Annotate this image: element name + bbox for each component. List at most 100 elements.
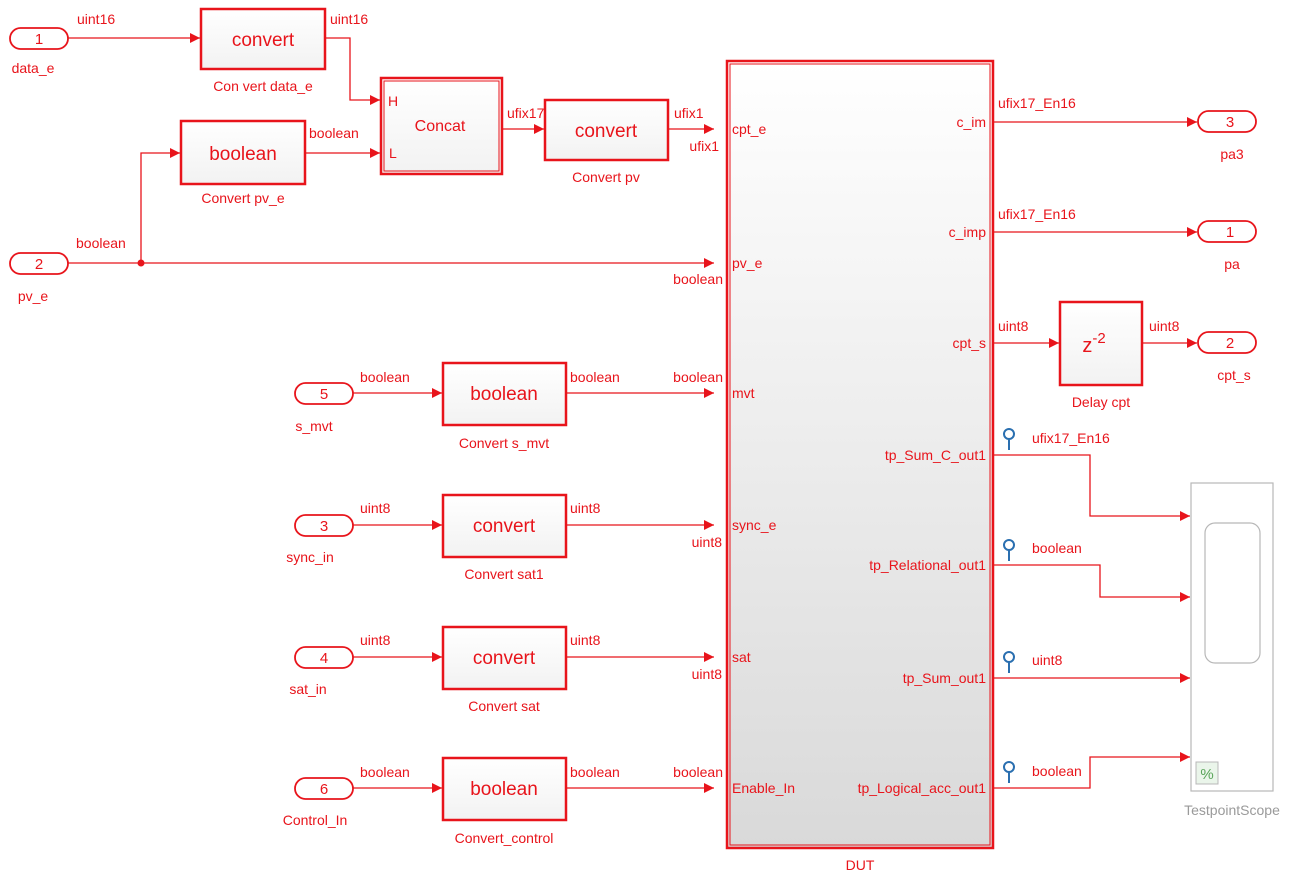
block-convert-s-mvt[interactable]: boolean Convert s_mvt <box>441 361 568 451</box>
inport-label: s_mvt <box>295 418 332 434</box>
scope-badge-text: % <box>1200 766 1213 783</box>
block-name: Convert pv <box>572 169 640 185</box>
branch-point <box>137 259 145 267</box>
block-body <box>379 76 504 176</box>
block-text: boolean <box>470 384 538 405</box>
wire-tp4 <box>993 752 1190 789</box>
signal-label: boolean <box>360 369 410 385</box>
inport-data-e[interactable]: 1 data_e <box>9 27 69 76</box>
block-text: boolean <box>209 144 277 165</box>
signal-label: boolean <box>570 369 620 385</box>
signal-label: boolean <box>673 271 723 287</box>
signal-label: ufix1 <box>674 105 704 121</box>
dut-output-tp-sum-c: tp_Sum_C_out1 <box>885 447 986 463</box>
signal-label: uint16 <box>330 11 368 27</box>
signal-label: ufix1 <box>689 138 719 154</box>
inport-pv-e[interactable]: 2 pv_e <box>9 252 69 304</box>
outport-pa[interactable]: 1 pa <box>1197 220 1257 272</box>
block-convert-control[interactable]: boolean Convert_control <box>441 756 568 846</box>
inport-number: 1 <box>35 31 43 48</box>
block-concat[interactable]: Concat H L <box>379 76 504 176</box>
signal-label: boolean <box>1032 540 1082 556</box>
block-convert-pv[interactable]: convert Convert pv <box>543 98 670 185</box>
dut-input-sat: sat <box>732 649 751 665</box>
inport-s-mvt[interactable]: 5 s_mvt <box>294 382 354 434</box>
block-text: Concat <box>415 118 466 135</box>
inport-shape <box>9 27 69 50</box>
inport-label: sat_in <box>289 681 326 697</box>
outport-pa3[interactable]: 3 pa3 <box>1197 110 1257 162</box>
testpoint-icon <box>1003 761 1015 783</box>
port-h-label: H <box>388 93 398 109</box>
block-text: convert <box>232 30 295 51</box>
inport-label: pv_e <box>18 288 49 304</box>
signal-label: uint8 <box>692 534 723 550</box>
inport-shape <box>294 514 354 537</box>
signal-label: boolean <box>673 369 723 385</box>
outport-label: cpt_s <box>1217 367 1250 383</box>
wire-tp2 <box>993 564 1190 602</box>
scope-badge-icon <box>1195 761 1219 785</box>
dut-output-tp-sum: tp_Sum_out1 <box>903 670 986 686</box>
dut-inner-border <box>729 63 991 846</box>
dut-output-tp-relational: tp_Relational_out1 <box>869 557 986 573</box>
block-delay-cpt[interactable]: z-2 Delay cpt <box>1058 300 1144 410</box>
signal-label: boolean <box>1032 763 1082 779</box>
inport-number: 4 <box>320 650 328 667</box>
outport-shape <box>1197 220 1257 243</box>
signal-label: uint8 <box>360 632 391 648</box>
signal-label: ufix17_En16 <box>1032 430 1110 446</box>
inport-shape <box>294 777 354 800</box>
signal-label: uint8 <box>570 632 601 648</box>
inport-label: sync_in <box>286 549 333 565</box>
scope-name: TestpointScope <box>1184 802 1280 818</box>
signal-label: uint8 <box>570 500 601 516</box>
inport-control-in[interactable]: 6 Control_In <box>283 777 354 828</box>
dut-input-cpt-e: cpt_e <box>732 121 766 137</box>
wire-pv-e-branch <box>140 148 180 263</box>
signal-labels: uint16 uint16 boolean boolean ufix17 ufi… <box>76 11 1180 780</box>
block-name: Convert_control <box>455 830 554 846</box>
block-body <box>199 7 327 71</box>
signal-label: boolean <box>570 764 620 780</box>
signal-label: boolean <box>309 125 359 141</box>
inport-sat-in[interactable]: 4 sat_in <box>289 646 354 697</box>
block-name: Convert sat1 <box>464 566 544 582</box>
block-convert-data-e[interactable]: convert Con vert data_e <box>199 7 327 94</box>
dut-subsystem[interactable]: DUT cpt_e pv_e mvt sync_e sat Enable_In … <box>725 59 995 873</box>
inport-label: data_e <box>12 60 55 76</box>
block-body <box>543 98 670 162</box>
outport-number: 2 <box>1226 335 1234 352</box>
block-text: convert <box>473 648 536 669</box>
block-convert-pv-e[interactable]: boolean Convert pv_e <box>179 119 307 206</box>
block-body <box>441 361 568 427</box>
wire-data-e-concat <box>325 37 380 105</box>
inport-shape <box>9 252 69 275</box>
block-name: Convert s_mvt <box>459 435 549 451</box>
inport-number: 6 <box>320 781 328 798</box>
dut-output-cpt-s: cpt_s <box>953 335 986 351</box>
outport-label: pa <box>1224 256 1240 272</box>
inport-shape <box>294 646 354 669</box>
inport-number: 2 <box>35 256 43 273</box>
block-body <box>179 119 307 186</box>
block-body <box>1058 300 1144 387</box>
outport-label: pa3 <box>1220 146 1244 162</box>
inport-label: Control_In <box>283 812 348 828</box>
inport-sync-in[interactable]: 3 sync_in <box>286 514 354 565</box>
dut-body <box>725 59 995 850</box>
outport-cpt-s[interactable]: 2 cpt_s <box>1197 331 1257 383</box>
block-name: Convert pv_e <box>201 190 284 206</box>
testpoint-scope[interactable]: % TestpointScope <box>1184 482 1280 818</box>
testpoint-icon <box>1003 539 1015 561</box>
dut-input-mvt: mvt <box>732 385 755 401</box>
block-convert-sat[interactable]: convert Convert sat <box>441 625 568 714</box>
signal-label: boolean <box>360 764 410 780</box>
signal-label: uint8 <box>1149 318 1180 334</box>
block-convert-sat1[interactable]: convert Convert sat1 <box>441 493 568 582</box>
signal-label: uint8 <box>360 500 391 516</box>
block-body <box>441 493 568 559</box>
dut-input-pv-e: pv_e <box>732 255 763 271</box>
signal-label: ufix17_En16 <box>998 206 1076 222</box>
dut-input-sync-e: sync_e <box>732 517 777 533</box>
